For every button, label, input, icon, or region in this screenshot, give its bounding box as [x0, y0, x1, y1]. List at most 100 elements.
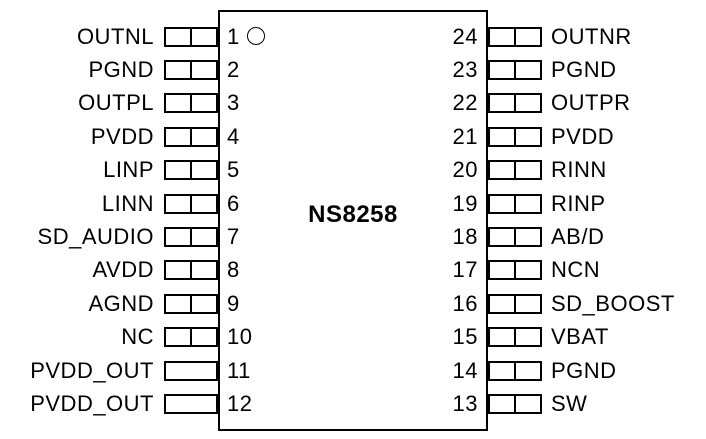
pin-box-cell	[190, 95, 216, 112]
pin-number-row: 21	[388, 120, 478, 153]
pin-row: NC	[0, 321, 218, 354]
pin-box-cell	[166, 396, 191, 412]
pin-box	[164, 60, 218, 81]
pin-box-cell	[514, 262, 540, 279]
pin-number: 10	[227, 324, 253, 350]
pin-number: 17	[452, 257, 478, 283]
pin-row: PGND	[488, 354, 706, 387]
pin-label: LINN	[101, 190, 154, 216]
pin-box	[488, 227, 542, 248]
pin-box	[488, 393, 542, 414]
pin-number-row: 8	[227, 254, 267, 287]
pin-row: VBAT	[488, 321, 706, 354]
pin-row: PVDD_OUT	[0, 387, 218, 420]
pin-number-row: 19	[388, 187, 478, 220]
pin-box-cell	[490, 229, 514, 245]
pin-box-cell	[166, 95, 190, 111]
pin-box-cell	[514, 362, 540, 379]
pin-box-cell	[191, 363, 216, 379]
pin-number-row: 11	[227, 354, 267, 387]
pin-box-cell	[490, 62, 514, 78]
pin-row: OUTNL	[0, 20, 218, 53]
pin-row: OUTNR	[488, 20, 706, 53]
pin-number: 6	[227, 190, 240, 216]
pin-number-row: 9	[227, 287, 267, 320]
pin-box-cell	[490, 363, 514, 379]
pin-number-row: 20	[388, 154, 478, 187]
pin-box-cell	[166, 29, 190, 45]
pin-box-cell	[490, 95, 514, 111]
pin-label: VBAT	[551, 324, 609, 350]
pin-row: SW	[488, 387, 706, 420]
pin-label: RINN	[551, 157, 607, 183]
pin-box-cell	[166, 196, 190, 212]
pin-box-cell	[190, 329, 216, 346]
pin-number: 20	[452, 157, 478, 183]
pin-box-cell	[190, 28, 216, 45]
pin-number: 18	[452, 224, 478, 250]
pin-label: OUTPR	[551, 90, 631, 116]
pin-box	[164, 93, 218, 114]
pin-number: 22	[452, 90, 478, 116]
pin-box	[488, 260, 542, 281]
pin-number-row: 13	[388, 387, 478, 420]
pin-box	[164, 193, 218, 214]
pin-row: PGND	[0, 53, 218, 86]
pin-number-row: 3	[227, 87, 267, 120]
pin-box	[488, 360, 542, 381]
pin-label: PGND	[551, 357, 617, 383]
pin-number: 1	[227, 23, 240, 49]
pin-box-cell	[190, 262, 216, 279]
pin-number: 24	[452, 23, 478, 49]
pin-number: 7	[227, 224, 240, 250]
pin-box-cell	[490, 196, 514, 212]
pin-label: PVDD_OUT	[30, 357, 154, 383]
chip-name: NS8258	[308, 201, 398, 228]
pin-label: AB/D	[551, 224, 605, 250]
pin-box	[164, 393, 218, 414]
pin-number: 9	[227, 290, 240, 316]
pin-box-cell	[514, 295, 540, 312]
pin-number-row: 18	[388, 220, 478, 253]
pin-box-cell	[490, 296, 514, 312]
pin-box	[164, 327, 218, 348]
pin-label: AVDD	[92, 257, 154, 283]
pin-number: 2	[227, 57, 240, 83]
pin-label: NC	[121, 324, 154, 350]
pin-number: 15	[452, 324, 478, 350]
pin-label: PVDD	[90, 123, 154, 149]
pin-box-cell	[514, 162, 540, 179]
pin-row: RINP	[488, 187, 706, 220]
pin-number-row: 6	[227, 187, 267, 220]
pin-box-cell	[514, 329, 540, 346]
pin-box-cell	[514, 229, 540, 246]
pin-row: PVDD	[0, 120, 218, 153]
pin-box-cell	[166, 129, 190, 145]
pin-row: OUTPL	[0, 87, 218, 120]
pin-box-cell	[190, 62, 216, 79]
pin-number-row: 15	[388, 321, 478, 354]
pin-box-cell	[166, 162, 190, 178]
pin-number-row: 12	[227, 387, 267, 420]
pin-box-cell	[490, 329, 514, 345]
pin-box-cell	[166, 62, 190, 78]
pin-number: 13	[452, 390, 478, 416]
pin-number-row: 14	[388, 354, 478, 387]
pin-box	[488, 60, 542, 81]
pin-box-cell	[191, 396, 216, 412]
pin-box-cell	[190, 229, 216, 246]
pin-box-cell	[190, 295, 216, 312]
pin-number-row: 7	[227, 220, 267, 253]
pin-box-cell	[166, 296, 190, 312]
pin-box-cell	[190, 162, 216, 179]
pin-box-cell	[514, 195, 540, 212]
pin-row: PVDD	[488, 120, 706, 153]
pin-number-row: 2	[227, 53, 267, 86]
pin-box	[164, 227, 218, 248]
pin-number: 12	[227, 390, 253, 416]
pin-row: OUTPR	[488, 87, 706, 120]
pin-number-row: 24	[388, 20, 478, 53]
